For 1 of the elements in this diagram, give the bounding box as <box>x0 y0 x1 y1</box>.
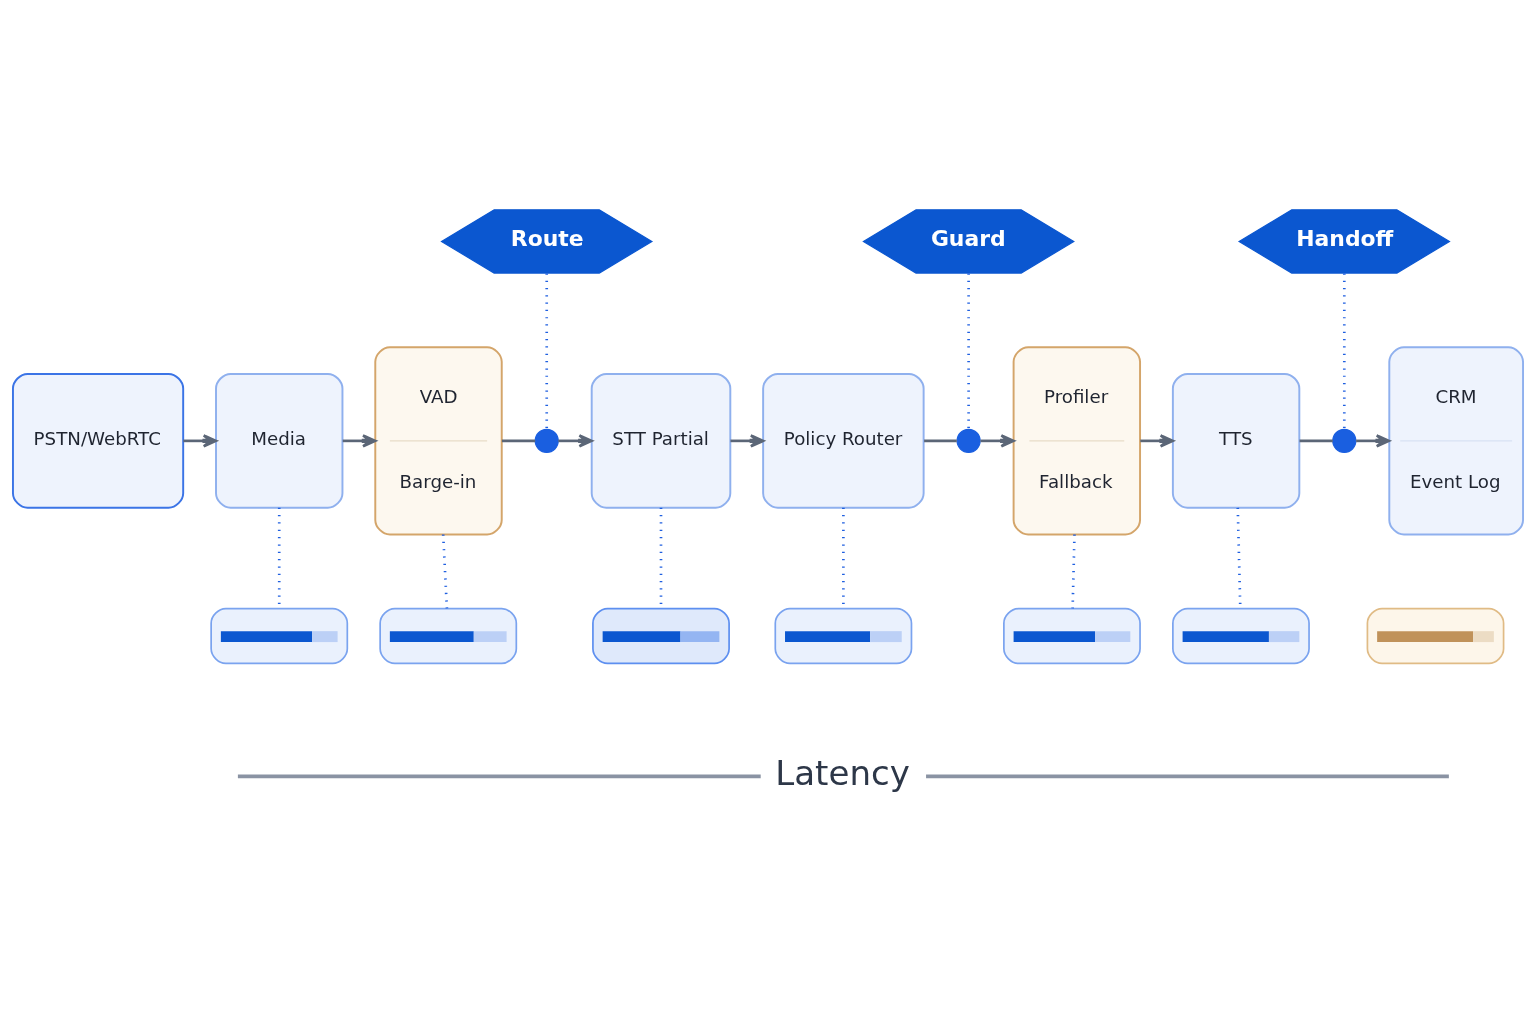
label: Latency <box>775 752 910 793</box>
